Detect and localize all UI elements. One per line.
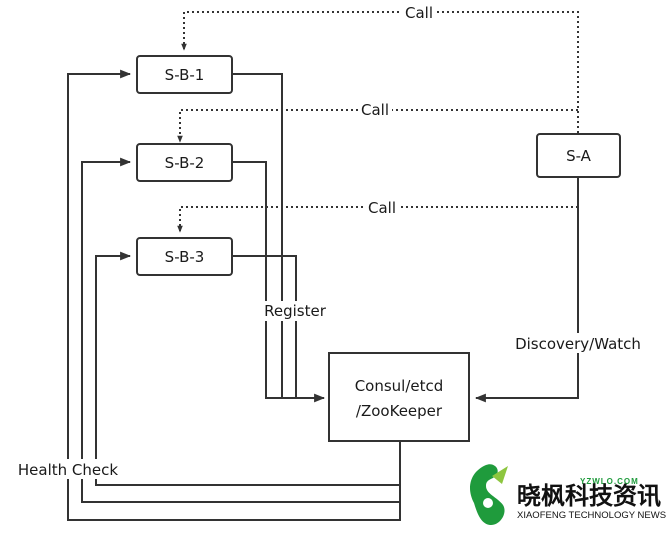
call-label-2: Call (361, 101, 389, 119)
node-sb2: S-B-2 (136, 143, 233, 182)
health-check-edges (67, 69, 401, 521)
brand-url: YZWLO.COM (580, 477, 639, 486)
discovery-label: Discovery/Watch (515, 335, 641, 353)
node-sb2-label: S-B-2 (165, 154, 205, 172)
node-sb3: S-B-3 (136, 237, 233, 276)
brand-name-cn: 晓枫科技资讯 (517, 482, 661, 510)
node-sb3-label: S-B-3 (165, 248, 205, 266)
register-label: Register (264, 302, 327, 320)
call-label-1: Call (405, 4, 433, 22)
health-check-edge-sb3 (95, 251, 401, 486)
edge-labels: Call Call Call Register Discovery/Watch … (8, 4, 653, 479)
discovery-edge (474, 177, 579, 403)
node-sb1-label: S-B-1 (165, 66, 205, 84)
node-registry: Consul/etcd /ZooKeeper (328, 352, 470, 442)
node-sb2-box (136, 143, 233, 182)
register-edge-sb3 (232, 255, 326, 403)
health-check-label: Health Check (18, 461, 118, 479)
register-edge-sb2 (232, 161, 324, 399)
watermark: YZWLO.COM 晓枫科技资讯 XIAOFENG TECHNOLOGY NEW… (470, 464, 666, 526)
brand-logo-icon (470, 464, 508, 526)
node-sb1: S-B-1 (136, 55, 233, 94)
node-sa-box (536, 133, 621, 178)
node-sb3-box (136, 237, 233, 276)
call-edge-sb1 (181, 11, 579, 133)
node-registry-box (328, 352, 470, 442)
health-check-edge-sb1 (67, 69, 401, 521)
node-sb1-box (136, 55, 233, 94)
node-sa-label: S-A (566, 147, 592, 165)
register-edge-sb1 (232, 73, 324, 399)
call-label-3: Call (368, 199, 396, 217)
brand-name-en: XIAOFENG TECHNOLOGY NEWS (517, 510, 666, 521)
register-edges (232, 73, 326, 403)
health-check-edge-sb2 (81, 157, 401, 503)
node-registry-label-line2: /ZooKeeper (356, 402, 443, 420)
node-sa: S-A (536, 133, 621, 178)
node-registry-label-line1: Consul/etcd (355, 377, 444, 395)
